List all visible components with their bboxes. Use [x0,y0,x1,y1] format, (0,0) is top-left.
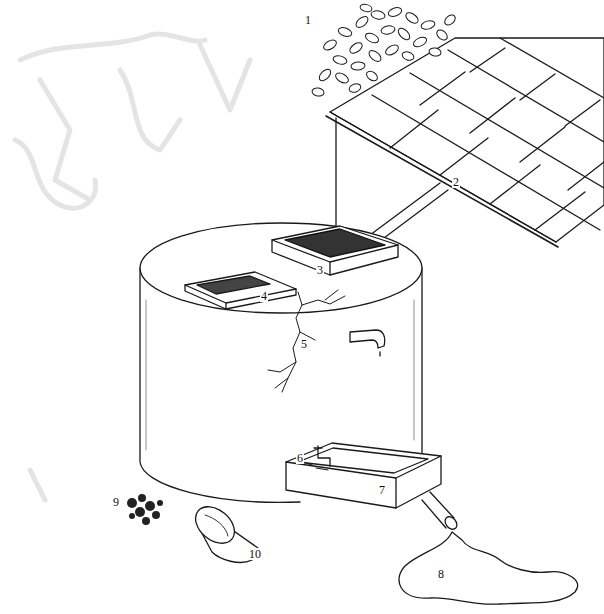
filter-box [272,226,398,275]
debris [127,494,163,525]
overhanging-leaves [311,3,457,97]
callout-number: 4 [260,290,268,302]
inspection-lid [185,272,296,309]
wall-edge [335,118,336,232]
callout-number: 9 [112,496,120,508]
callout-number: 5 [300,338,308,350]
tank-outlet [350,330,385,356]
roof [326,38,604,247]
water-puddle [399,532,578,604]
tap [314,446,330,470]
drain-pipe [422,492,459,532]
callout-number: 2 [452,176,460,188]
callout-number: 7 [378,484,386,496]
callout-number: 8 [437,568,445,580]
tap-trough [286,443,441,508]
callout-number: 1 [304,14,312,26]
callout-number: 6 [296,452,304,464]
callout-number: 3 [316,264,324,276]
callout-number: 10 [248,548,262,560]
crack [268,290,345,392]
